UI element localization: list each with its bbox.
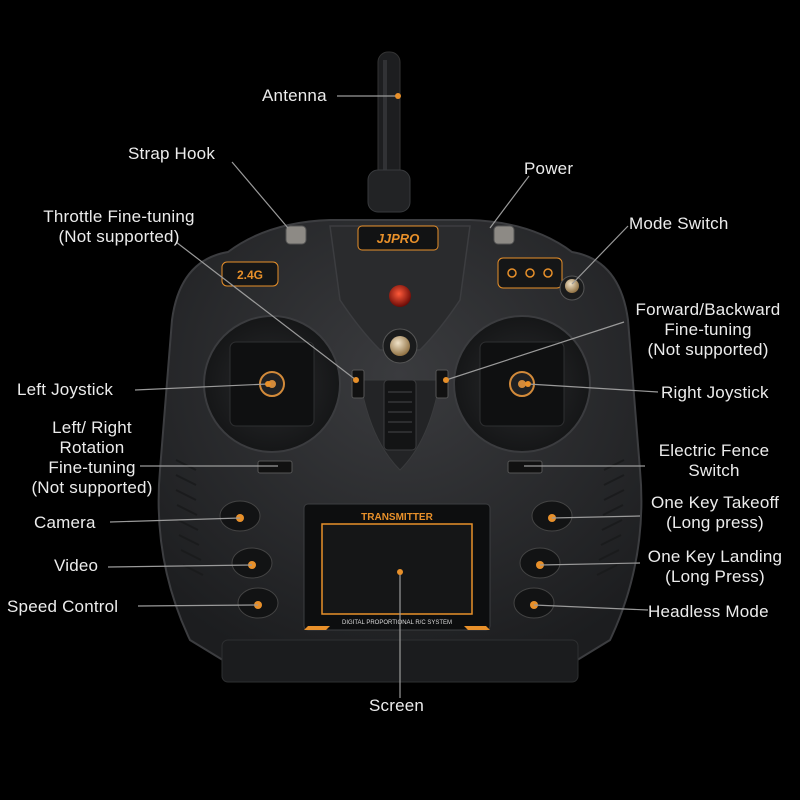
brand-plate: JJPRO bbox=[357, 225, 439, 251]
mode-switch[interactable] bbox=[559, 275, 585, 301]
band-badge-text: 2.4G bbox=[237, 268, 263, 282]
camera-label: Camera bbox=[34, 513, 96, 532]
throttle-trim-tab[interactable] bbox=[351, 369, 365, 399]
video-button[interactable] bbox=[231, 547, 273, 579]
antenna-label: Antenna bbox=[262, 86, 327, 105]
strap-hook bbox=[285, 225, 515, 245]
screen-footer: DIGITAL PROPORTIONAL R/C SYSTEM bbox=[342, 620, 452, 626]
speed-control-label: Speed Control bbox=[7, 597, 119, 616]
fwd-back-trim-label: Forward/Backward Fine-tuning (Not suppor… bbox=[635, 300, 781, 359]
rotation-trim-tab[interactable] bbox=[257, 460, 293, 474]
center-grille bbox=[383, 379, 417, 451]
brand-logo: JJPRO bbox=[377, 231, 420, 246]
power-label: Power bbox=[524, 159, 574, 178]
screen-label: Screen bbox=[369, 696, 425, 715]
landing-button[interactable] bbox=[519, 547, 561, 579]
left-joystick[interactable] bbox=[203, 315, 341, 453]
takeoff-label: One Key Takeoff (Long press) bbox=[650, 493, 780, 532]
landing-label: One Key Landing (Long Press) bbox=[647, 547, 783, 586]
headless-mode-button[interactable] bbox=[513, 587, 555, 619]
left-joystick-label: Left Joystick bbox=[17, 380, 114, 399]
fence-switch-tab[interactable] bbox=[507, 460, 543, 474]
headless-mode-label: Headless Mode bbox=[648, 602, 769, 621]
lcd-screen: TRANSMITTER DIGITAL PROPORTIONAL R/C SYS… bbox=[303, 503, 491, 631]
leader-lines bbox=[107, 95, 659, 698]
mode-switch-label: Mode Switch bbox=[629, 214, 729, 233]
strap-hook-label: Strap Hook bbox=[128, 144, 216, 163]
power-switch[interactable] bbox=[382, 328, 418, 364]
power-led bbox=[389, 285, 411, 307]
mode-icon-panel bbox=[497, 257, 563, 289]
takeoff-button[interactable] bbox=[531, 500, 573, 532]
antenna bbox=[367, 51, 411, 213]
band-badge: 2.4G bbox=[221, 261, 279, 287]
right-joystick-label: Right Joystick bbox=[661, 383, 769, 402]
video-label: Video bbox=[54, 556, 99, 575]
throttle-trim-label: Throttle Fine-tuning (Not supported) bbox=[43, 207, 195, 246]
electric-fence-label: Electric Fence Switch bbox=[658, 441, 770, 480]
right-joystick[interactable] bbox=[453, 315, 591, 453]
rotation-trim-label: Left/ Right Rotation Fine-tuning (Not su… bbox=[31, 418, 153, 497]
camera-button[interactable] bbox=[219, 500, 261, 532]
screen-title: TRANSMITTER bbox=[361, 512, 433, 523]
fwd-back-trim-tab[interactable] bbox=[435, 369, 449, 399]
leader-dots bbox=[265, 93, 531, 575]
speed-control-button[interactable] bbox=[237, 587, 279, 619]
